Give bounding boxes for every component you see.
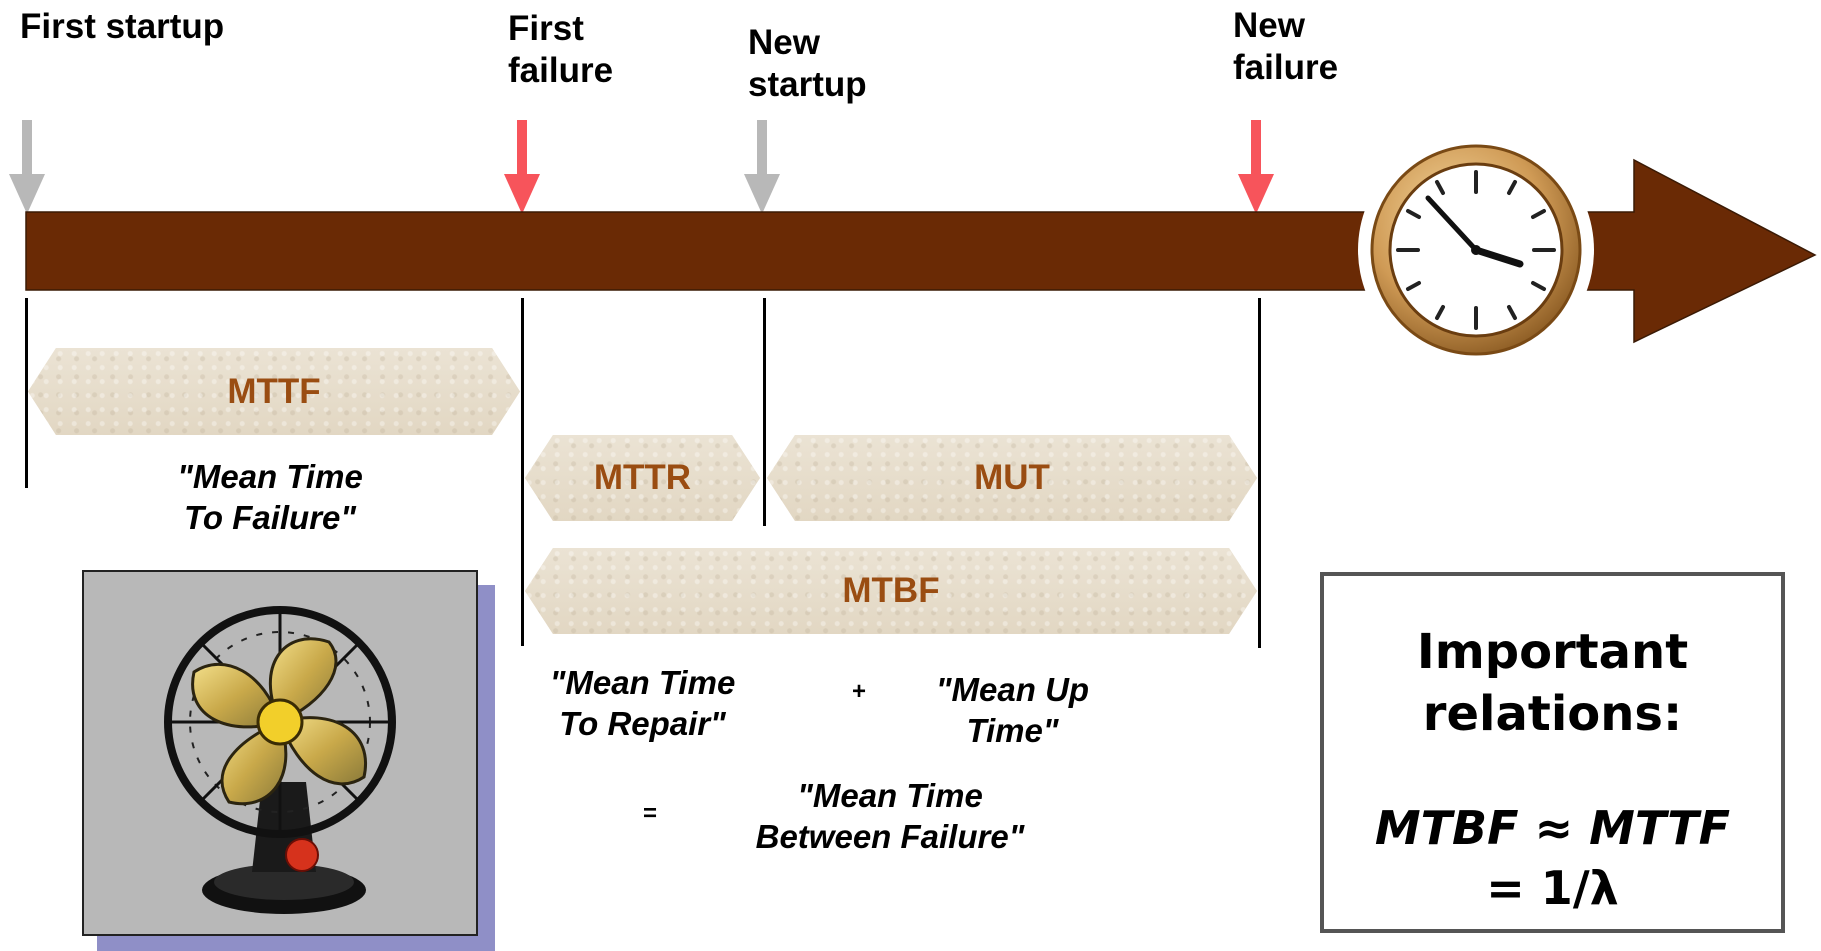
- segment-mttr: MTTR: [525, 435, 760, 521]
- startup-arrow-icon: [9, 120, 45, 214]
- fan-image-frame: [82, 570, 478, 936]
- startup-arrow-icon: [744, 120, 780, 214]
- timeline-arrow: [25, 158, 1817, 344]
- important-relations-box: Important relations: MTBF ≈ MTTF = 1/λ: [1320, 572, 1785, 933]
- boundary-line-first-startup: [25, 298, 28, 488]
- segment-mtbf: MTBF: [525, 548, 1257, 634]
- definition-mttf: "Mean Time To Failure": [177, 458, 363, 536]
- segment-label-mtbf: MTBF: [842, 571, 940, 610]
- event-label-new-failure: New failure: [1233, 6, 1339, 87]
- failure-arrow-icon: [1238, 120, 1274, 214]
- segment-mttf: MTTF: [28, 348, 520, 435]
- segment-label-mttr: MTTR: [593, 458, 692, 497]
- event-label-new-startup: New startup: [748, 23, 867, 104]
- electric-fan-icon: [164, 606, 396, 914]
- plus-operator: +: [852, 678, 867, 705]
- relations-heading: Important relations:: [1416, 624, 1689, 742]
- definition-mtbf: "Mean Time Between Failure": [755, 777, 1025, 855]
- equals-operator: =: [643, 800, 658, 827]
- segment-mut: MUT: [767, 435, 1257, 521]
- definition-mut: "Mean Up Time": [935, 671, 1090, 749]
- definition-mttr: "Mean Time To Repair": [549, 664, 736, 742]
- boundary-line-new-failure: [1258, 298, 1261, 648]
- clock-icon: [1358, 132, 1594, 368]
- failure-arrow-icon: [504, 120, 540, 214]
- event-label-first-startup: First startup: [20, 7, 225, 46]
- boundary-line-new-startup: [763, 298, 766, 526]
- segment-label-mttf: MTTF: [227, 371, 321, 411]
- segment-label-mut: MUT: [974, 458, 1050, 497]
- relations-formula-line2: = 1/λ: [1486, 861, 1619, 915]
- relations-formula-line1: MTBF ≈ MTTF: [1374, 801, 1731, 855]
- boundary-line-first-failure: [521, 298, 524, 646]
- event-label-first-failure: First failure: [508, 9, 614, 90]
